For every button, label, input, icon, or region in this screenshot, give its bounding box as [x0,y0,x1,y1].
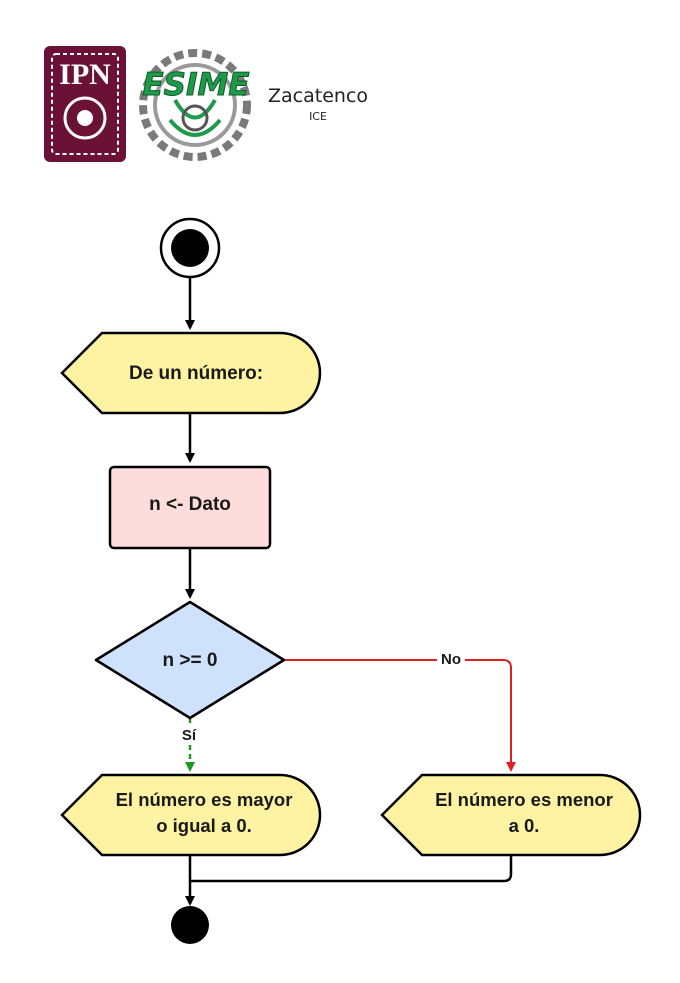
output-yes-label-line-2: o igual a 0. [156,815,252,836]
end-node [171,906,209,944]
output-yes-node: El número es mayor o igual a 0. [60,773,322,857]
decision-label: n >= 0 [163,650,218,671]
decision-node: n >= 0 [94,600,286,720]
yes-edge-label: Sí [182,727,197,744]
output-no-label-line-1: El número es menor [435,789,613,810]
input-display-label: De un número: [129,363,263,384]
yes-label-bg [178,726,200,744]
output-no-label-line-2: a 0. [509,815,540,836]
assign-process-label: n <- Dato [149,494,231,515]
ipn-logo-text: IPN [59,58,111,91]
start-node [159,217,221,279]
input-display-node: De un número: [60,331,322,415]
esime-logo-text: ESIME [142,67,249,103]
no-edge-label: No [441,651,461,668]
campus-name: Zacatenco [268,85,368,107]
assign-process-node: n <- Dato [108,465,272,550]
department-name: ICE [309,110,327,123]
esime-logo: ESIME [139,49,251,161]
connector-no [284,659,516,772]
connector-no-merge [190,855,513,883]
no-label-bg [437,650,465,668]
ipn-logo: IPN [44,46,126,162]
output-yes-label-line-1: El número es mayor [116,789,293,810]
output-no-node: El número es menor a 0. [380,773,642,857]
